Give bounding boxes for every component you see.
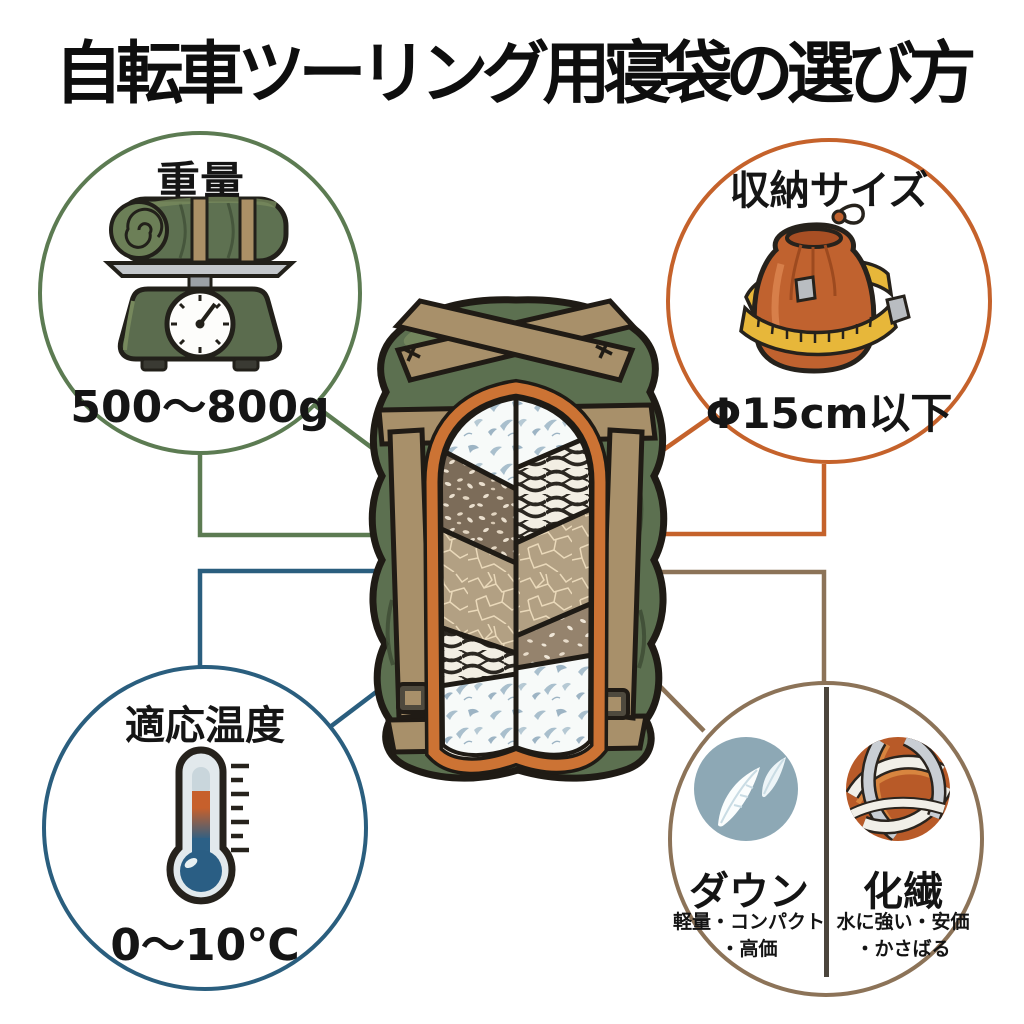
synthetic-traits: 水に強い・安価 ・かさばる (826, 909, 980, 963)
thermometer-icon (166, 746, 249, 905)
stitch-marks (403, 342, 613, 362)
temperature-label: 適応温度 (125, 703, 285, 749)
synthetic-traits-line1: 水に強い・安価 (836, 911, 970, 933)
kitchen-scale-icon (102, 196, 298, 372)
pack-size-value: Φ15cm以下 (705, 389, 953, 438)
weight-value: 500〜800g (70, 382, 330, 433)
insulation-node-circle: ダウン 化繊 軽量・コンパクト ・高価 水に強い・安価 ・かさばる (668, 681, 984, 997)
weight-node-circle: 重量 500〜800g (38, 131, 362, 455)
down-traits-line1: 軽量・コンパクト (672, 911, 825, 933)
synthetic-traits-line2: ・かさばる (855, 938, 951, 960)
stuff-sack-measuring-tape-icon (739, 203, 911, 374)
sleeping-bag-cutaway-illustration (368, 296, 668, 782)
synthetic-label: 化繊 (863, 869, 943, 915)
pack-size-label: 収納サイズ (729, 168, 929, 214)
cutaway-fill-layers (441, 398, 591, 756)
connector-insulation-elbow (636, 569, 827, 682)
down-label: ダウン (689, 869, 809, 915)
temperature-node-circle: 適応温度 0〜10℃ (42, 665, 368, 991)
page-title: 自転車ツーリング用寝袋の選び方 (54, 35, 976, 114)
connector-packsize-elbow (636, 464, 827, 537)
down-traits: 軽量・コンパクト ・高価 (672, 909, 826, 963)
temperature-value: 0〜10℃ (110, 920, 300, 971)
woven-fiber-icon (846, 737, 950, 841)
pack-size-node-circle: 収納サイズ Φ15cm以下 (666, 138, 992, 464)
connector-weight-elbow (197, 455, 410, 538)
insulation-divider-line (823, 687, 829, 977)
feather-icon (694, 737, 798, 841)
connector-temperature-elbow (197, 568, 400, 666)
down-traits-line2: ・高価 (720, 938, 778, 960)
